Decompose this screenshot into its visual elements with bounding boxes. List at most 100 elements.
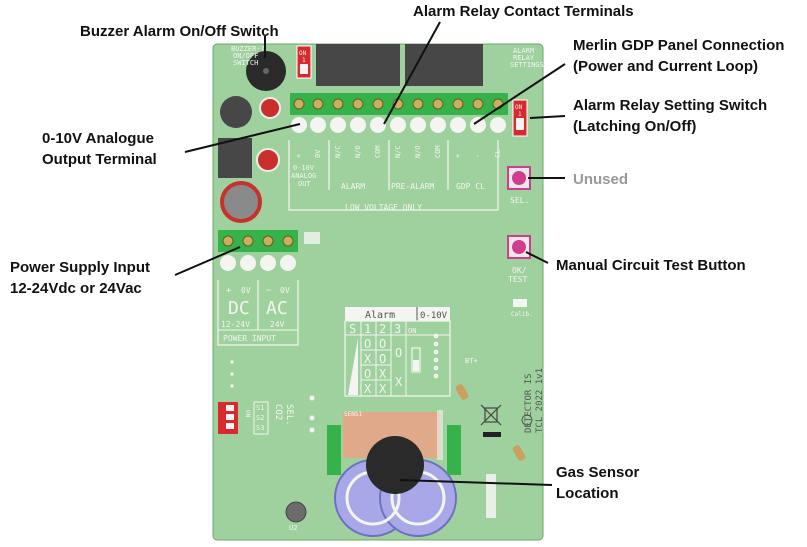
power-tilde: ~ [266, 286, 272, 296]
power-terminal-screw [262, 235, 274, 247]
power-callout-line2: 12-24Vdc or 24Vac [10, 280, 142, 297]
dip-legend-box [253, 401, 269, 435]
buzzer-switch-on: ON [299, 50, 307, 57]
power-ac: AC [266, 298, 288, 319]
merlin-callout-line [473, 63, 566, 125]
terminal-group-outline [288, 140, 499, 211]
table-cell: O [364, 367, 371, 381]
battery-pad [455, 384, 469, 400]
relay-setting-callout-line1: Alarm Relay Setting Switch [573, 97, 768, 114]
gas-sensor [366, 436, 424, 494]
power-terminal-wire-entry [240, 255, 256, 271]
terminal-pin-label: N/C [394, 145, 402, 158]
terminal-pin-label: COM [434, 145, 442, 158]
power-group-outline [217, 280, 299, 346]
group-gdp: GDP CL [456, 182, 485, 191]
power-callout-line1: Power Supply Input [10, 259, 151, 276]
sensor-header-label: SENS1 [344, 411, 362, 418]
dip-s3: S3 [256, 424, 264, 432]
bt-label: BT+ [465, 357, 478, 365]
buzzer-hole [263, 68, 269, 74]
terminal-pin-label: + [295, 154, 303, 158]
buzzer-callout: Buzzer Alarm On/Off Switch [80, 23, 279, 40]
dip-s2: S2 [256, 414, 264, 422]
power-callout-line [174, 246, 241, 276]
co2-label: CO2 [273, 404, 283, 420]
relay-settings-label-2: RELAY [513, 54, 535, 62]
dip-knob-1 [226, 405, 234, 411]
terminal-screw [332, 98, 344, 110]
table-cell: X [379, 382, 387, 396]
terminal-wire-entry [430, 117, 446, 133]
mounting-hole [285, 501, 307, 523]
terminal-wire-entry [390, 117, 406, 133]
copyright-mark [521, 414, 533, 426]
jumper-pads [304, 232, 320, 244]
relay-settings-label-1: ALARM [513, 47, 534, 55]
terminal-pin-label: N/O [414, 145, 422, 158]
group-analog-2: ANALOG [291, 172, 316, 180]
sel-co2-label: SEL. [284, 404, 294, 426]
power-0v-2: 0V [280, 286, 290, 295]
power-dc-range: 12-24V [221, 320, 250, 329]
analogue-callout-line [184, 123, 301, 153]
terminal-wire-entry [450, 117, 466, 133]
bottom-right-pad [512, 445, 526, 461]
power-terminal-wire-entry [280, 255, 296, 271]
sel-button-cap [512, 171, 526, 185]
power-plus: + [226, 286, 232, 296]
terminal-screw [472, 98, 484, 110]
sensor-connector-left [327, 425, 341, 475]
relay-2 [405, 44, 483, 86]
terminal-wire-entry [350, 117, 366, 133]
table-cell: X [379, 367, 387, 381]
terminal-pin-label: N/O [354, 145, 362, 158]
terminal-screw [352, 98, 364, 110]
table-range-o: O [395, 346, 402, 360]
terminal-wire-entry [410, 117, 426, 133]
group-alarm: ALARM [341, 182, 365, 191]
terminal-wire-entry [370, 117, 386, 133]
relay-settings-label-3: SETTINGS [510, 61, 544, 69]
terminal-screw [312, 98, 324, 110]
relay-setting-switch-knob [516, 118, 524, 130]
table-range: 0-10V [420, 311, 448, 321]
dip-knob-3 [226, 423, 234, 429]
capacitor-large [220, 181, 262, 223]
terminal-pin-label: + [454, 154, 462, 158]
unused-callout: Unused [573, 171, 629, 188]
regulator [218, 138, 252, 178]
terminal-screw [293, 98, 305, 110]
pin-header-right [433, 333, 439, 379]
weee-bin-icon [480, 404, 502, 426]
test-callout-line [525, 251, 549, 264]
terminal-wire-entry [490, 117, 506, 133]
analogue-callout-line1: 0-10V Analogue [42, 130, 154, 147]
table-alarm: Alarm [365, 310, 395, 321]
relay-switch-one: 1 [518, 111, 522, 118]
gas-sensor-callout-line1: Gas Sensor [556, 464, 640, 481]
terminal-screw [432, 98, 444, 110]
power-terminal-screw [242, 235, 254, 247]
test-points [309, 395, 315, 433]
dip-on: ON [244, 410, 251, 418]
power-dc: DC [228, 298, 250, 319]
terminal-pin-label: N/C [334, 145, 342, 158]
table-col-2: 2 [379, 322, 386, 336]
trace-dots [230, 360, 234, 388]
terminal-pin-label: - [474, 154, 482, 158]
relay-callout-line [383, 21, 441, 125]
buzzer-switch-knob [300, 64, 308, 74]
table-cell: X [364, 382, 372, 396]
u2-label: U2 [289, 524, 297, 532]
terminal-screw [412, 98, 424, 110]
power-terminal-wire-entry [220, 255, 236, 271]
dip-knob-2 [226, 414, 234, 420]
relay-switch-on: ON [515, 104, 523, 111]
relay-setting-callout-line [529, 115, 566, 119]
relay-terminals-callout: Alarm Relay Contact Terminals [413, 3, 634, 20]
power-ac-range: 24V [270, 320, 285, 329]
relay-setting-callout-line2: (Latching On/Off) [573, 118, 697, 135]
capacitor-small-2 [256, 148, 280, 172]
calib-pads [513, 299, 527, 307]
